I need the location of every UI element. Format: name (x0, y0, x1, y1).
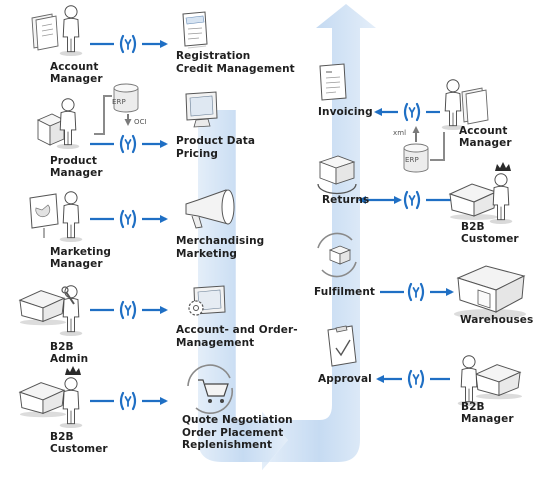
marketing-manager-figure (59, 191, 83, 243)
erp-database-icon (113, 83, 139, 113)
connector-icon-row2 (119, 134, 137, 154)
warehouse-icon (454, 265, 526, 319)
connector-icon-row5 (119, 391, 137, 411)
connector-icon-row1 (119, 34, 137, 54)
account-manager-left (31, 5, 83, 57)
presentation-board-icon (29, 193, 59, 238)
customer-building-icon-right (449, 183, 498, 220)
documents-stack-icon (31, 13, 59, 51)
product-manager-figure (56, 98, 80, 150)
account-manager-figure (59, 5, 83, 57)
b2b-customer-right (449, 162, 513, 225)
monitor-gear-icon (188, 285, 226, 316)
clipboard-check-icon (327, 325, 357, 367)
company-building-icon (19, 290, 66, 326)
erp-database-icon-right (403, 143, 429, 173)
account-manager-right (441, 79, 489, 131)
wrench-icon (61, 286, 75, 305)
connector-icon-row4 (119, 300, 137, 320)
function-fulfilment: Fulfilment (314, 286, 376, 298)
registration-form-icon (182, 11, 208, 49)
marketing-manager (29, 191, 83, 243)
b2b-admin-figure (59, 285, 83, 337)
shopping-cart-icon (187, 364, 234, 415)
connector-icon-returns (403, 190, 421, 210)
b2b-admin (19, 285, 83, 337)
returns-box-icon (317, 155, 357, 195)
connector-icon-row3 (119, 209, 137, 229)
erp-label-left: ERP (112, 98, 126, 106)
connector-icon-invoicing (403, 102, 421, 122)
product-manager (36, 98, 80, 150)
connector-icon-approval (407, 369, 425, 389)
location-warehouses: Warehouses (460, 314, 534, 326)
megaphone-icon (185, 189, 235, 229)
function-returns: Returns (322, 194, 370, 206)
invoice-document-icon (319, 63, 347, 101)
crown-icon-right (495, 162, 511, 171)
b2b-manager (457, 355, 522, 407)
function-invoicing: Invoicing (318, 106, 373, 118)
b2b-customer-left (19, 366, 83, 429)
customer-building-icon (19, 382, 66, 418)
function-account-order: Account- and Order-Management (176, 324, 298, 349)
manager-building-icon (475, 364, 522, 400)
oci-label: OCI (134, 118, 147, 126)
xml-label: xml (393, 129, 407, 137)
monitor-icon (185, 91, 218, 128)
fulfilment-cycle-icon (317, 232, 357, 278)
function-approval: Approval (318, 373, 372, 385)
erp-label-right: ERP (405, 156, 419, 164)
connector-icon-fulfilment (407, 282, 425, 302)
documents-stack-icon-right (461, 87, 489, 125)
crown-icon (65, 366, 81, 375)
b2b-customer-figure-left (59, 377, 83, 429)
b2b-manager-figure (457, 355, 481, 407)
account-manager-figure-right (441, 79, 465, 131)
